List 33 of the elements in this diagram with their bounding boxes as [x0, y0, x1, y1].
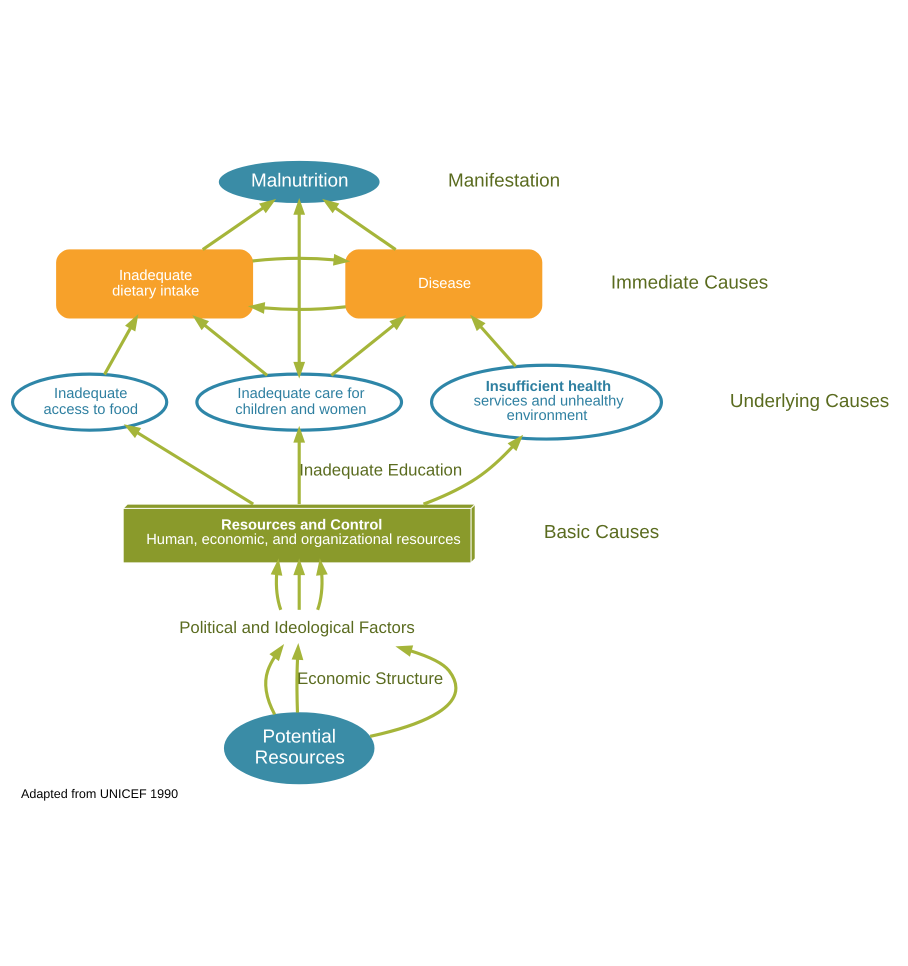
label: Immediate Causes — [610, 271, 768, 292]
arrow — [202, 198, 276, 250]
arrow — [248, 302, 346, 314]
label: Underlying Causes — [730, 389, 890, 410]
node-ellipse: Potential Resources — [224, 712, 374, 784]
arrow — [293, 198, 306, 378]
arrow — [252, 253, 350, 266]
label: Basic Causes — [544, 520, 660, 542]
arrow — [103, 313, 138, 375]
arrow — [330, 314, 406, 376]
arrow — [293, 558, 306, 610]
node-ellipse: Malnutrition — [218, 160, 380, 202]
caption: Adapted from UNICEF 1990 — [20, 786, 178, 801]
arrow — [370, 644, 458, 738]
arrow — [470, 314, 517, 367]
node-ellipse: Inadequate care for children and women — [195, 372, 404, 432]
node-box: Inadequate dietary intake — [56, 248, 254, 318]
arrow — [124, 424, 254, 505]
arrow — [264, 644, 284, 715]
arrow — [316, 558, 328, 610]
edge-label: Inadequate Education — [299, 460, 462, 480]
node-text: Political and Ideological Factors — [179, 617, 415, 636]
arrow — [270, 558, 282, 610]
label: Manifestation — [448, 169, 560, 190]
node-ellipse: Inadequate access to food — [10, 372, 168, 432]
arrow — [322, 198, 397, 250]
arrow — [192, 314, 268, 376]
node-ellipse: Insufficient health services and unhealthy environment — [430, 363, 664, 440]
arrow — [293, 425, 306, 504]
edge-label: Economic Structure — [297, 668, 444, 688]
node-box: Disease — [345, 248, 542, 318]
arrow — [292, 642, 304, 712]
arrow — [422, 434, 524, 506]
